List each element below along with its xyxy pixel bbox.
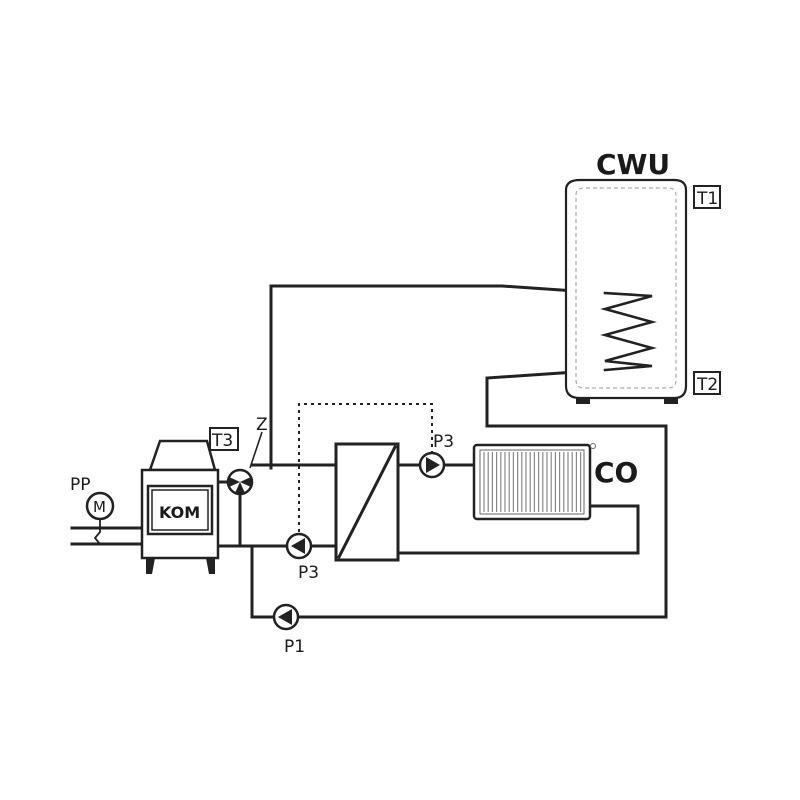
pump-icon (291, 538, 305, 554)
sensor-t3-box (209, 427, 239, 451)
heat-exchanger-icon (334, 442, 400, 562)
boiler-leg-right (206, 558, 215, 574)
three-way-valve-icon (226, 468, 254, 496)
tank-inner-dashed (575, 187, 677, 389)
pump-p3-bottom-label: P3 (298, 563, 319, 583)
pump-icon (426, 457, 440, 473)
control-signal-line (298, 403, 433, 532)
tank-body (564, 178, 688, 400)
motor-m-label: M (93, 498, 106, 516)
pump-p3-top (418, 451, 446, 479)
tank-foot-left (576, 398, 590, 404)
pipes (70, 284, 668, 619)
sensor-t1-label: T1 (696, 189, 718, 209)
motor-icon (85, 491, 115, 545)
pump-icon (278, 609, 292, 625)
cwu-label: CWU (596, 148, 670, 181)
radiator-icon (472, 443, 596, 521)
valve-z-label: Z (256, 415, 268, 435)
sensor-t3-label: T3 (211, 431, 233, 451)
tank-foot-right (664, 398, 678, 404)
cwu-return-pipe (298, 368, 668, 619)
cwu-supply-pipe (269, 284, 607, 470)
radiator-fins (483, 452, 582, 512)
valve-z-leader (249, 431, 263, 469)
boiler-hood (148, 439, 217, 472)
sensor-t2-label: T2 (696, 375, 718, 395)
sensor-t2-box (693, 371, 721, 395)
boiler-leg-left (146, 558, 155, 574)
boiler-icon (140, 439, 220, 574)
sensor-t1-box (693, 185, 721, 209)
p1-return-pipe (250, 544, 274, 619)
pump-p3-bottom (285, 532, 313, 560)
pump-p1-label: P1 (284, 637, 305, 657)
pump-p1 (272, 603, 300, 631)
pump-p3-top-label: P3 (433, 432, 454, 452)
radiator-co-label: CO (594, 456, 638, 489)
boiler-kom-label: KOM (159, 503, 200, 522)
boiler-door (146, 484, 214, 536)
cwu-tank (564, 178, 688, 404)
tank-coil (600, 291, 657, 372)
pp-label: PP (70, 475, 91, 495)
radiator-return-pipe (396, 504, 640, 555)
